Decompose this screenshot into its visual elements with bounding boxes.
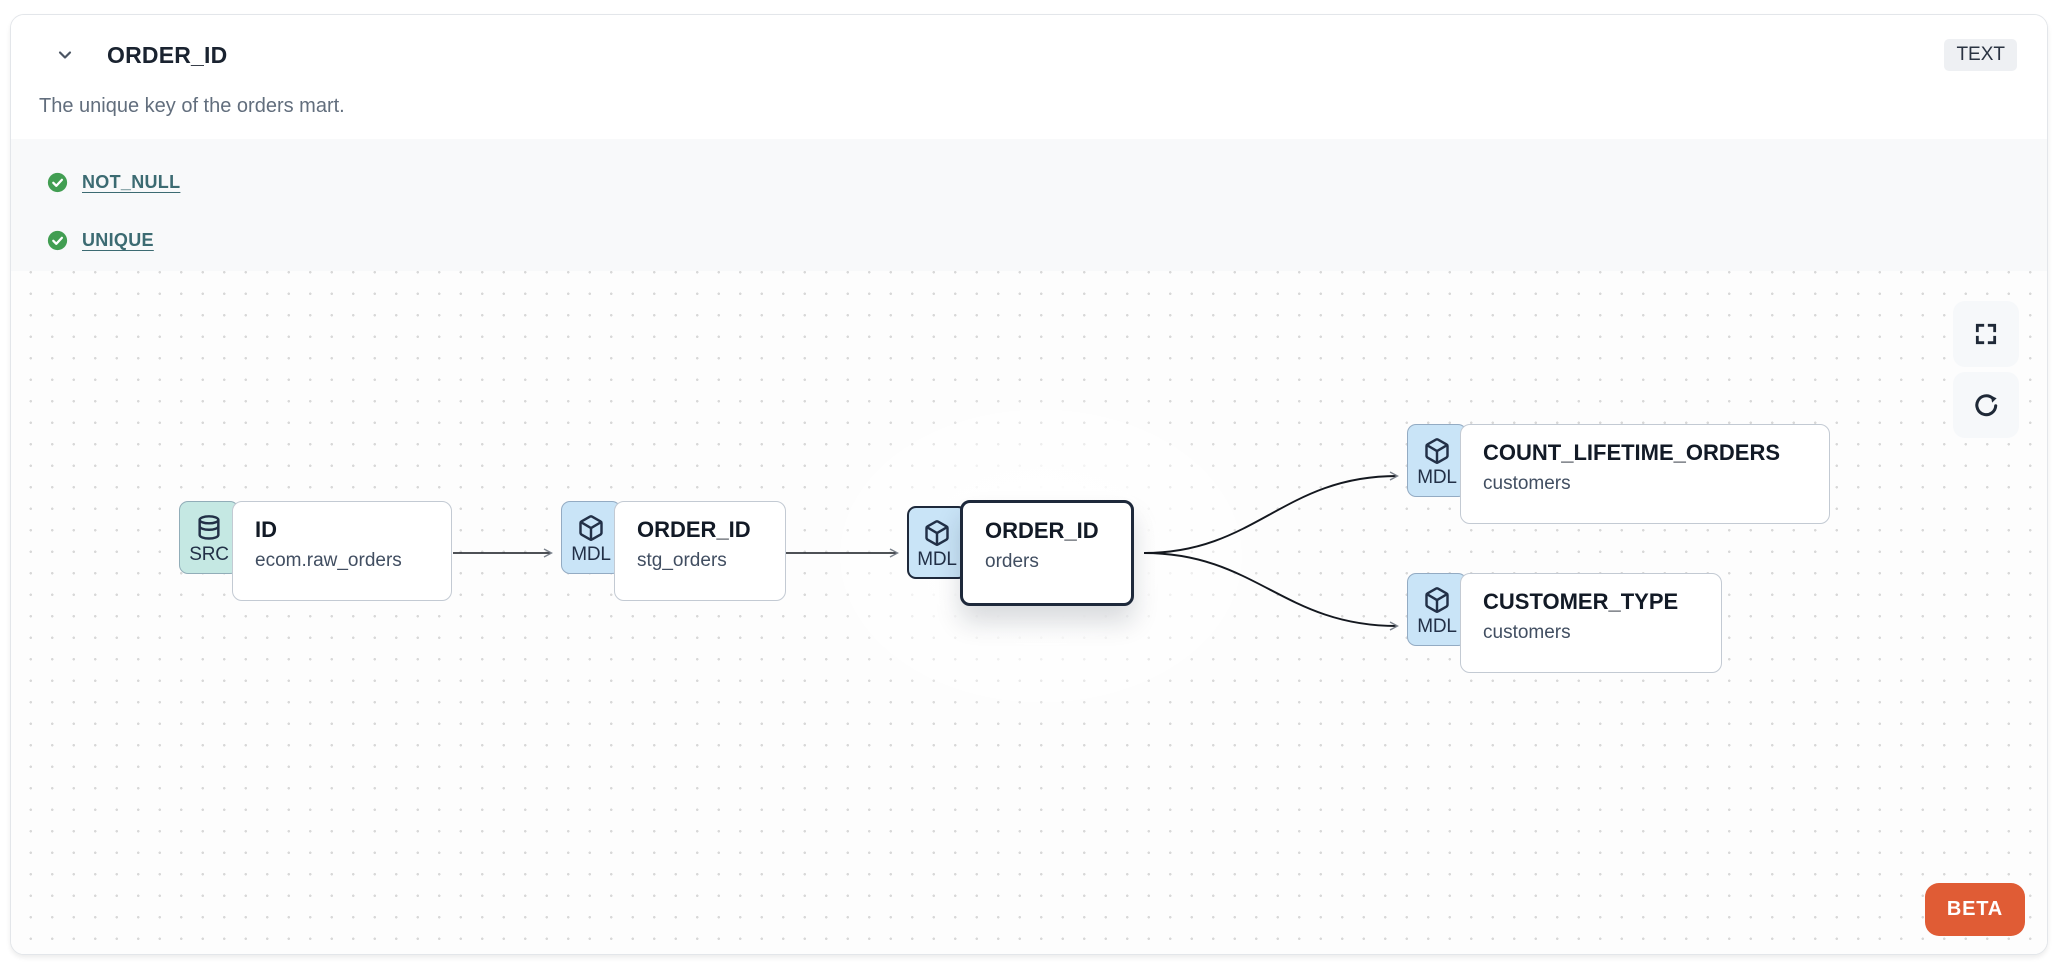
node-title: ORDER_ID — [637, 517, 751, 542]
refresh-button[interactable] — [1953, 372, 2019, 438]
lineage-node-count-lifetime-orders[interactable]: MDL COUNT_LIFETIME_ORDERS customers — [1407, 424, 1830, 524]
fullscreen-button[interactable] — [1953, 301, 2019, 367]
lineage-node-order-id-stg-orders[interactable]: MDL ORDER_ID stg_orders — [561, 501, 786, 601]
title-row: ORDER_ID TEXT — [39, 39, 2019, 71]
node-badge-label: MDL — [1417, 615, 1457, 637]
node-title: CUSTOMER_TYPE — [1483, 589, 1679, 614]
node-card[interactable]: ORDER_ID orders — [960, 500, 1134, 606]
lineage-node-id-raw-orders[interactable]: SRC ID ecom.raw_orders — [179, 501, 452, 601]
lineage-edges — [453, 271, 2047, 954]
beta-badge: BETA — [1924, 883, 2025, 936]
node-type-badge: SRC — [179, 501, 239, 574]
cube-icon — [579, 514, 603, 541]
cube-icon — [1425, 437, 1449, 464]
node-badge-label: MDL — [917, 548, 957, 570]
fullscreen-icon — [1975, 323, 1997, 345]
edge-orders-to-count-lifetime — [1143, 476, 1397, 554]
node-subtitle: customers — [1483, 473, 1571, 494]
node-subtitle: ecom.raw_orders — [255, 550, 402, 571]
node-title: ID — [255, 517, 277, 542]
canvas-controls — [1953, 301, 2019, 438]
test-link-unique[interactable]: UNIQUE — [82, 229, 154, 250]
node-badge-label: MDL — [1417, 466, 1457, 488]
node-card[interactable]: CUSTOMER_TYPE customers — [1460, 573, 1722, 673]
node-title: COUNT_LIFETIME_ORDERS — [1483, 440, 1781, 465]
column-details-panel: ORDER_ID TEXT The unique key of the orde… — [10, 14, 2048, 955]
test-pass-check-icon — [47, 230, 68, 250]
test-pass-check-icon — [47, 172, 68, 192]
node-card[interactable]: ORDER_ID stg_orders — [614, 501, 786, 601]
chevron-down-icon — [58, 51, 72, 59]
edge-orders-to-customer-type — [1143, 552, 1397, 626]
page-title: ORDER_ID — [107, 41, 228, 68]
refresh-icon — [1974, 393, 1997, 416]
lineage-node-customer-type[interactable]: MDL CUSTOMER_TYPE customers — [1407, 573, 1722, 673]
node-type-badge: MDL — [907, 506, 967, 579]
test-row: UNIQUE — [47, 211, 2047, 269]
test-row: NOT_NULL — [47, 153, 2047, 211]
collapse-toggle[interactable] — [51, 41, 79, 69]
header: ORDER_ID TEXT The unique key of the orde… — [11, 15, 2047, 139]
column-type-badge: TEXT — [1944, 39, 2017, 71]
column-description: The unique key of the orders mart. — [39, 95, 345, 117]
test-link-not-null[interactable]: NOT_NULL — [82, 171, 181, 192]
cube-icon — [1425, 586, 1449, 613]
cube-icon — [925, 519, 949, 546]
lineage-node-order-id-orders-selected[interactable]: MDL ORDER_ID orders — [907, 500, 1134, 606]
node-card[interactable]: COUNT_LIFETIME_ORDERS customers — [1460, 424, 1830, 524]
node-title: ORDER_ID — [985, 518, 1099, 543]
node-subtitle: orders — [985, 551, 1039, 572]
tests-section: NOT_NULL UNIQUE — [11, 139, 2047, 271]
node-card[interactable]: ID ecom.raw_orders — [232, 501, 452, 601]
lineage-canvas[interactable]: SRC ID ecom.raw_orders MDL ORDER_ID stg_… — [11, 271, 2047, 954]
node-badge-label: MDL — [571, 543, 611, 565]
node-type-badge: MDL — [1407, 424, 1467, 497]
node-subtitle: customers — [1483, 622, 1571, 643]
node-type-badge: MDL — [561, 501, 621, 574]
node-type-badge: MDL — [1407, 573, 1467, 646]
node-badge-label: SRC — [189, 543, 229, 565]
database-icon — [198, 514, 220, 540]
node-subtitle: stg_orders — [637, 550, 727, 571]
